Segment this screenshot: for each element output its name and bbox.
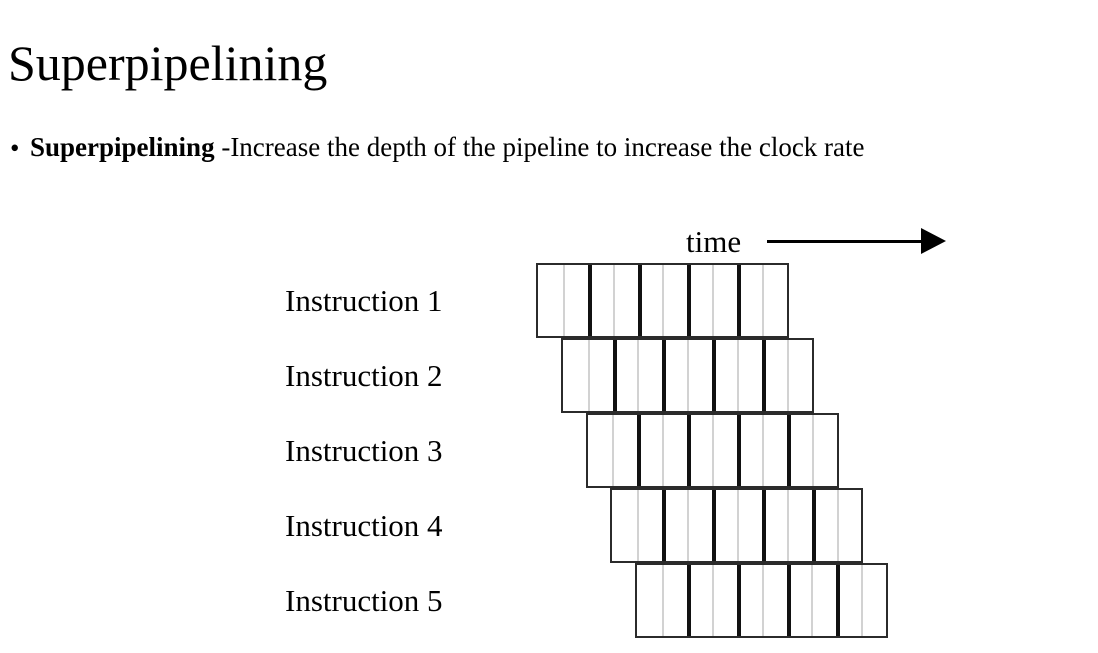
pipeline-cell	[811, 490, 837, 561]
bullet-marker-icon: •	[10, 133, 20, 163]
instruction-label-3: Instruction 3	[285, 432, 443, 468]
pipeline-cell	[786, 340, 812, 411]
pipeline-cell	[736, 415, 762, 486]
bullet-strong-term: Superpipelining	[30, 132, 215, 162]
pipeline-cell	[612, 265, 638, 336]
pipeline-cell	[762, 265, 787, 336]
pipeline-cell	[786, 415, 812, 486]
instruction-label-1: Instruction 1	[285, 282, 443, 318]
pipeline-cell	[612, 490, 638, 561]
pipeline-cell	[612, 340, 638, 411]
pipeline-cell	[562, 265, 588, 336]
pipeline-cell	[687, 265, 713, 336]
pipeline-cell	[736, 490, 762, 561]
pipeline-cell	[737, 265, 763, 336]
pipeline-cell	[712, 340, 738, 411]
pipeline-cell	[736, 565, 762, 636]
pipeline-cell	[587, 265, 613, 336]
pipeline-cell	[711, 490, 737, 561]
pipeline-row-5	[635, 563, 889, 638]
pipeline-cell	[662, 265, 688, 336]
pipeline-cell	[712, 265, 738, 336]
pipeline-cell	[711, 565, 737, 636]
pipeline-cell	[637, 265, 663, 336]
pipeline-cell	[836, 565, 862, 636]
pipeline-cell	[687, 490, 712, 561]
pipeline-cell	[587, 415, 613, 486]
pipeline-cell	[786, 490, 812, 561]
bullet-rest-text: -Increase the depth of the pipeline to i…	[214, 132, 865, 162]
pipeline-cell	[811, 415, 837, 486]
arrow-head	[921, 228, 947, 254]
pipeline-cell	[662, 490, 688, 561]
pipeline-cell	[761, 415, 787, 486]
pipeline-cell	[662, 415, 688, 486]
time-axis-label: time	[686, 223, 742, 259]
pipeline-cell	[587, 340, 613, 411]
pipeline-row-3	[585, 413, 839, 488]
time-axis: time	[686, 221, 947, 261]
pipeline-cell	[687, 415, 713, 486]
pipeline-cell	[687, 340, 713, 411]
pipeline-cell	[662, 565, 687, 636]
pipeline-cell	[538, 265, 563, 336]
pipeline-cell	[786, 565, 812, 636]
pipeline-cell	[712, 415, 737, 486]
bullet-list: • Superpipelining -Increase the depth of…	[8, 130, 1068, 166]
pipeline-cell	[836, 490, 862, 561]
pipeline-cell	[662, 340, 688, 411]
pipeline-cell	[637, 340, 663, 411]
instruction-label-4: Instruction 4	[285, 507, 443, 543]
pipeline-cell	[562, 340, 588, 411]
pipeline-cell	[737, 340, 762, 411]
bullet-item: Superpipelining -Increase the depth of t…	[30, 130, 1068, 166]
pipeline-cell	[637, 565, 663, 636]
instruction-label-5: Instruction 5	[285, 582, 443, 618]
pipeline-cell	[637, 490, 663, 561]
pipeline-row-1	[536, 263, 789, 338]
pipeline-cell	[811, 565, 837, 636]
pipeline-cell	[612, 415, 638, 486]
pipeline-cell	[761, 565, 787, 636]
pipeline-cell	[861, 565, 887, 636]
arrow-shaft	[767, 239, 923, 243]
instruction-label-2: Instruction 2	[285, 357, 443, 393]
pipeline-row-4	[610, 488, 864, 563]
pipeline-row-2	[560, 338, 814, 413]
pipeline-cell	[686, 565, 712, 636]
pipeline-cell	[761, 490, 787, 561]
page-title: Superpipelining	[8, 34, 328, 91]
pipeline-cell	[637, 415, 663, 486]
pipeline-cell	[761, 340, 787, 411]
right-arrow-icon	[767, 228, 947, 254]
